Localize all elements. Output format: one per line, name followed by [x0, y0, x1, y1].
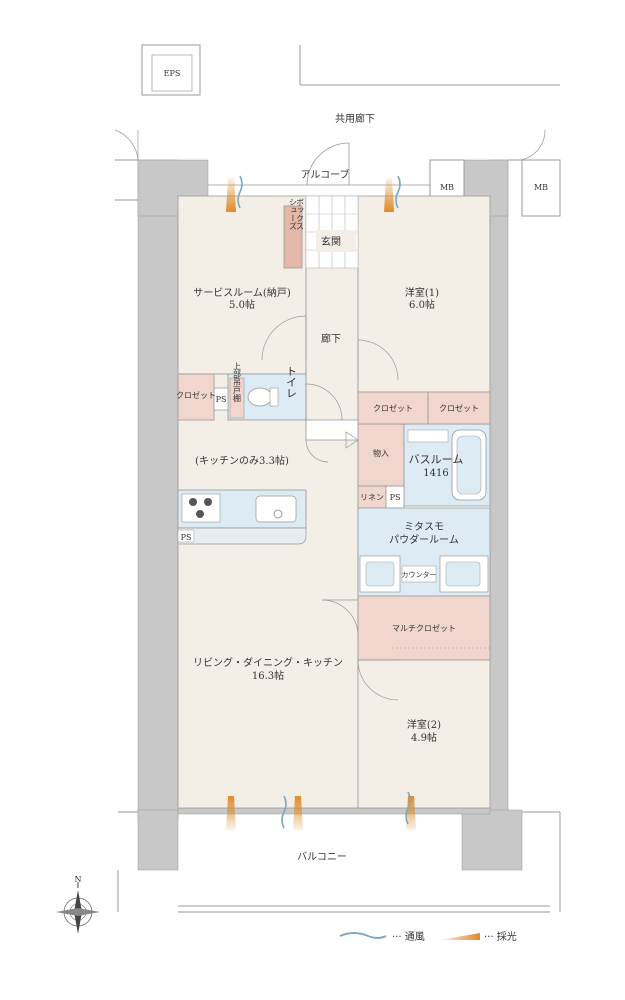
bathroom-size: 1416: [423, 468, 448, 479]
balcony: [117, 811, 561, 913]
western2-size: 4.9帖: [411, 731, 437, 744]
western2-label: 洋室(2): [407, 718, 441, 731]
mb-right-label: MB: [534, 183, 548, 192]
mb-left-label: MB: [440, 183, 454, 192]
upper-shelf-label: 上部吊戸棚: [233, 362, 242, 403]
eps-label: EPS: [164, 69, 181, 78]
legend: ··· 通風 ··· 採光: [339, 930, 517, 943]
legend-ventilation: ··· 通風: [392, 931, 425, 943]
closet-w1a: [357, 391, 429, 425]
counter-label: カウンター: [402, 570, 437, 579]
door-arcs: [261, 315, 399, 701]
multi-closet-label: マルチクロゼット: [392, 623, 456, 633]
alcove-label: アルコーブ: [300, 168, 349, 181]
light-legend-icon: [440, 933, 480, 940]
kitchen-only-label: (キッチンのみ3.3帖): [195, 454, 289, 467]
ps-kitchen-label: PS: [181, 533, 192, 542]
bathtub: [407, 429, 487, 501]
closet-left-label: クロゼット: [176, 390, 216, 400]
shoes-box: [283, 205, 303, 269]
north-label: N: [75, 875, 82, 884]
ps-left: [213, 387, 229, 411]
closet-left: [177, 373, 215, 421]
eps-box: EPS: [141, 44, 201, 96]
toilet-label: トイレ: [285, 366, 298, 399]
corridor-label: 共用廊下: [335, 112, 375, 125]
vent-legend-icon: [339, 932, 387, 939]
powder-fixtures: [359, 555, 489, 593]
service-room-label: サービスルーム(納戸): [193, 286, 291, 299]
multi-closet: [357, 595, 491, 661]
powder-room-label-1: ミタスモ: [404, 521, 444, 533]
ldk-size: 16.3帖: [252, 669, 284, 682]
shoes-box-label-2: ボックス: [296, 198, 305, 230]
ldk-room: [177, 373, 359, 809]
ps-left-label: PS: [216, 395, 227, 404]
compass-icon: [56, 882, 100, 934]
service-room-size: 5.0帖: [229, 298, 255, 311]
ldk-label: リビング・ダイニング・キッチン: [193, 656, 343, 669]
shoes-box-label: シューズ: [289, 198, 298, 230]
linen-label: リネン: [360, 493, 384, 502]
western1-size: 6.0帖: [409, 298, 435, 311]
walls: [137, 159, 523, 871]
western-room-1: [357, 195, 491, 393]
ps-mid-label: PS: [390, 493, 401, 502]
western1-label: 洋室(1): [405, 286, 439, 299]
closet-w1b: [427, 391, 491, 425]
light-indicators: [226, 178, 416, 830]
storage-label: 物入: [373, 448, 389, 458]
closet-w1b-label: クロゼット: [439, 403, 479, 413]
hallway-label: 廊下: [321, 332, 341, 345]
kitchen-counter: PS: [177, 489, 307, 545]
legend-light: ··· 採光: [484, 930, 517, 943]
vent-indicators: [237, 175, 411, 829]
western-room-2: [357, 659, 491, 809]
closet-w1a-label: クロゼット: [373, 403, 413, 413]
balcony-label: バルコニー: [297, 851, 347, 863]
toilet-bowl: [247, 387, 273, 407]
bathroom-label: バスルーム: [409, 453, 464, 466]
entrance-label: 玄関: [321, 235, 341, 248]
powder-room-label-2: パウダールーム: [389, 533, 459, 546]
